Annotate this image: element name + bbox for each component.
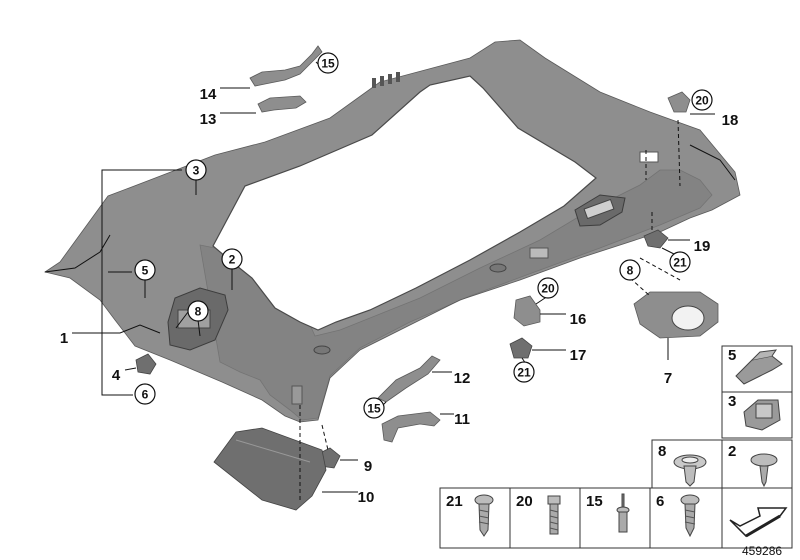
callout-c8a: 8 — [195, 305, 202, 319]
grab-handle-part-11 — [381, 411, 441, 443]
bracket-part-18 — [667, 91, 691, 113]
clip-part-17 — [509, 337, 533, 359]
callout-circle-c21a — [669, 251, 691, 273]
callout-circle-c6 — [134, 383, 156, 405]
callout-c3: 3 — [193, 164, 200, 178]
callout-c1: 1 — [60, 330, 68, 347]
expanding-rivet-icon — [673, 454, 707, 487]
callout-circle-c15b — [363, 397, 385, 419]
reference-number: 459286 — [742, 544, 782, 558]
callout-c21a: 21 — [673, 256, 687, 270]
callout-c5: 5 — [142, 264, 149, 278]
bracket-part-16 — [513, 295, 541, 327]
table-cell-label-blind-rivet: 15 — [586, 493, 603, 510]
callout-c4: 4 — [112, 367, 121, 384]
callout-circle-c20b — [537, 277, 559, 299]
callout-circle-c5 — [134, 259, 156, 281]
callout-c13: 13 — [200, 111, 217, 128]
callout-circle-c21b — [513, 361, 535, 383]
callout-circle-c8a — [187, 300, 209, 322]
callout-circle-c3 — [185, 159, 207, 181]
table-cell-label-machine-screw: 20 — [516, 493, 533, 510]
callout-c16: 16 — [570, 311, 587, 328]
callout-c9: 9 — [364, 458, 372, 475]
callout-circle-c15a — [317, 52, 339, 74]
callout-c18: 18 — [722, 112, 739, 129]
callout-c19: 19 — [694, 238, 711, 255]
callout-c17: 17 — [570, 347, 587, 364]
table-cell-label-tapping-screw: 21 — [446, 493, 463, 510]
bracket-part-14 — [249, 45, 323, 87]
callout-c8b: 8 — [627, 264, 634, 278]
callout-c20b: 20 — [541, 282, 555, 296]
bracket-part-12 — [377, 355, 441, 403]
table-cell-label-self-tapping-screw: 6 — [656, 493, 664, 510]
table-cell-label-clip-bracket: 3 — [728, 393, 736, 410]
table-cell-label-expanding-rivet: 8 — [658, 443, 666, 460]
direction-arrow-icon — [729, 507, 788, 538]
blind-rivet-icon — [616, 493, 630, 533]
table-cell-label-clip-spring: 5 — [728, 347, 736, 364]
tapping-screw-icon — [474, 494, 494, 537]
callout-c7: 7 — [664, 370, 672, 387]
machine-screw-icon — [547, 495, 561, 535]
fastener-table — [439, 345, 793, 549]
callout-c15a: 15 — [321, 57, 335, 71]
sun-visor-part-10 — [213, 427, 327, 511]
callout-c10: 10 — [358, 489, 375, 506]
trim-screw-icon — [750, 453, 778, 488]
sunroof-opening — [212, 75, 597, 331]
callout-c12: 12 — [454, 370, 471, 387]
callout-circle-c20a — [691, 89, 713, 111]
callout-c2: 2 — [229, 253, 236, 267]
table-cell-label-trim-screw: 2 — [728, 443, 736, 460]
callout-c15b: 15 — [367, 402, 381, 416]
callout-c20a: 20 — [695, 94, 709, 108]
callout-circle-c8b — [619, 259, 641, 281]
fastener-table-labels: 5 3 8 2 21 20 15 6 — [446, 347, 736, 510]
callout-c21b: 21 — [517, 366, 531, 380]
clip-part-4 — [135, 353, 157, 375]
callout-circle-c2 — [221, 248, 243, 270]
callout-c6: 6 — [142, 388, 149, 402]
front-vent-grille — [372, 72, 400, 88]
clip-bracket-icon — [743, 399, 781, 431]
callout-c14: 14 — [200, 86, 217, 103]
headliner — [44, 39, 741, 423]
clip-part-19 — [643, 229, 669, 249]
clip-spring-icon — [735, 349, 783, 385]
callout-c11: 11 — [454, 411, 470, 428]
self-tapping-screw-icon — [680, 494, 700, 538]
grab-handle-part-13 — [257, 95, 307, 113]
